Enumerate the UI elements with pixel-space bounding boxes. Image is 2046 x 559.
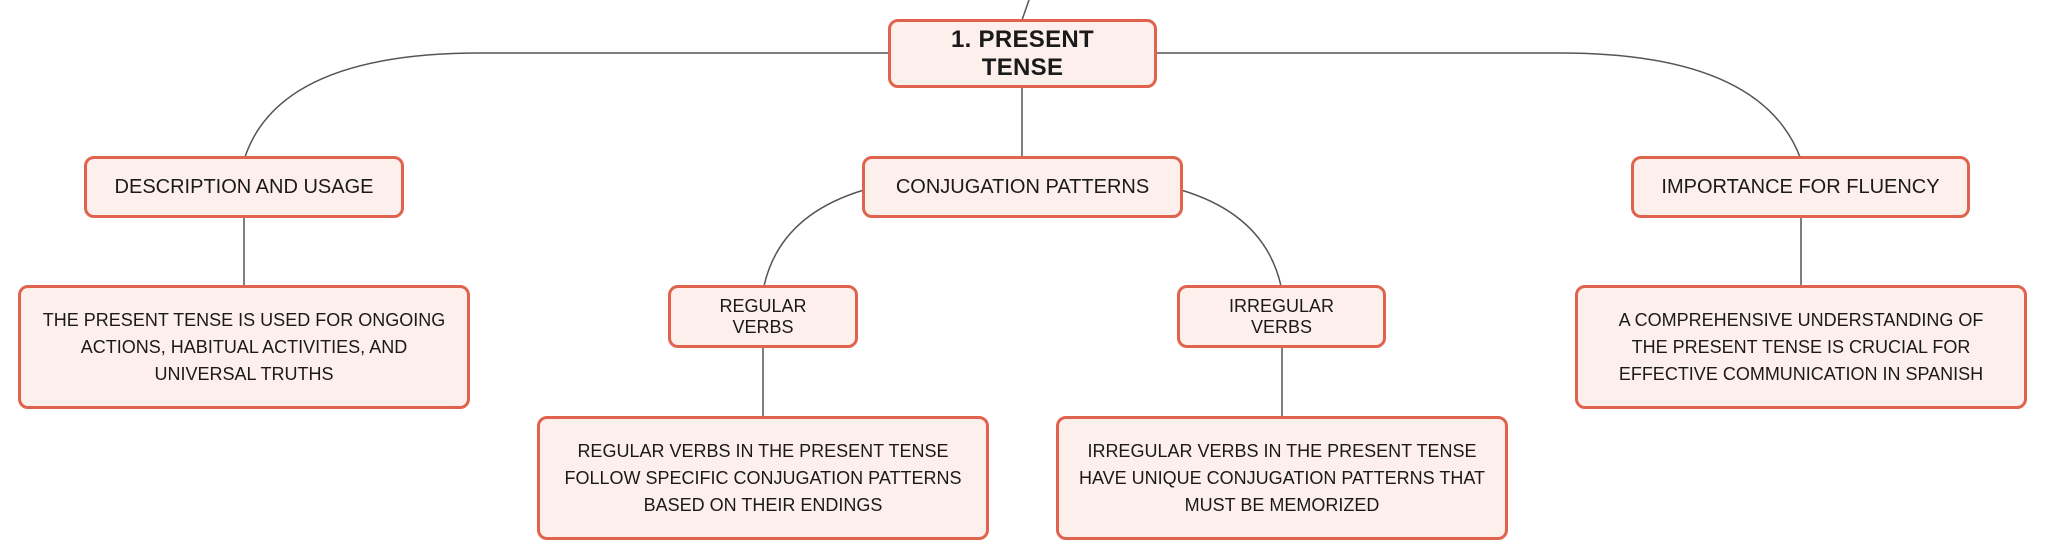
importance-detail-text: A COMPREHENSIVE UNDERSTANDING OF THE PRE… [1618, 309, 1984, 384]
connector-root-importance [1156, 52, 1801, 158]
importance-detail-node[interactable]: A COMPREHENSIVE UNDERSTANDING OF THE PRE… [1575, 285, 2027, 409]
root-label: 1. PRESENT TENSE [950, 25, 1095, 81]
regular-verbs-node[interactable]: REGULAR VERBS [668, 285, 858, 348]
description-detail-node[interactable]: THE PRESENT TENSE IS USED FOR ONGOING AC… [18, 285, 470, 409]
importance-node[interactable]: IMPORTANCE FOR FLUENCY [1631, 156, 1970, 218]
irregular-verbs-label: IRREGULAR VERBS [1228, 295, 1335, 337]
connector-conjugation-regular [763, 189, 865, 287]
connector-conjugation-irregular [1180, 189, 1282, 287]
importance-label: IMPORTANCE FOR FLUENCY [1661, 175, 1940, 198]
regular-verbs-detail-text: REGULAR VERBS IN THE PRESENT TENSE FOLLO… [564, 440, 962, 515]
description-detail-text: THE PRESENT TENSE IS USED FOR ONGOING AC… [42, 309, 446, 384]
regular-verbs-detail-node[interactable]: REGULAR VERBS IN THE PRESENT TENSE FOLLO… [537, 416, 989, 540]
conjugation-label: CONJUGATION PATTERNS [895, 175, 1150, 198]
root-node[interactable]: 1. PRESENT TENSE [888, 19, 1157, 88]
regular-verbs-label: REGULAR VERBS [719, 295, 807, 337]
description-label: DESCRIPTION AND USAGE [114, 175, 374, 198]
conjugation-node[interactable]: CONJUGATION PATTERNS [862, 156, 1183, 218]
irregular-verbs-detail-text: IRREGULAR VERBS IN THE PRESENT TENSE HAV… [1078, 440, 1486, 515]
connector-root-description [244, 52, 888, 158]
irregular-verbs-node[interactable]: IRREGULAR VERBS [1177, 285, 1386, 348]
description-node[interactable]: DESCRIPTION AND USAGE [84, 156, 404, 218]
connector-root-parent [1021, 0, 1030, 21]
irregular-verbs-detail-node[interactable]: IRREGULAR VERBS IN THE PRESENT TENSE HAV… [1056, 416, 1508, 540]
